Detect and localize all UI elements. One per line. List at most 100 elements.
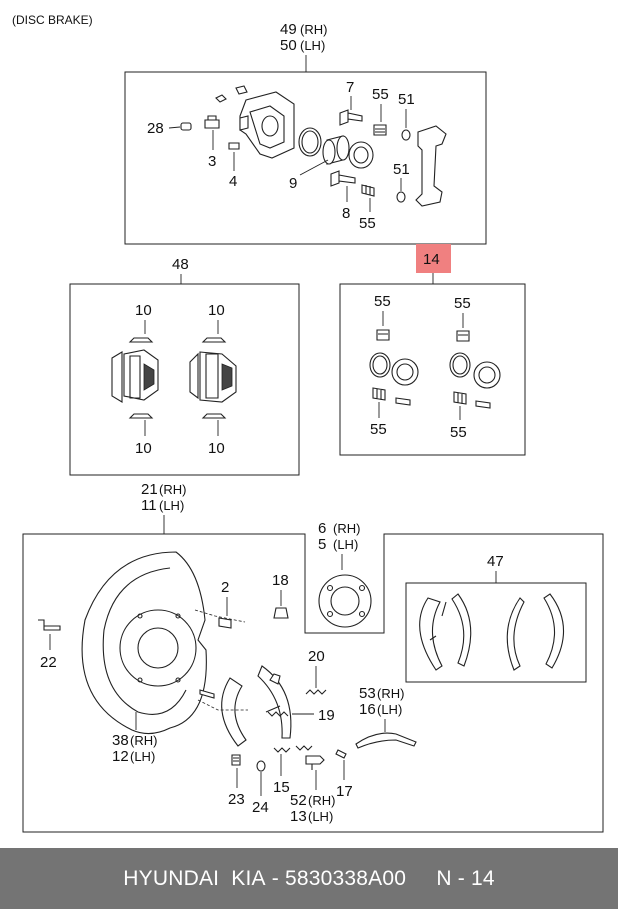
pad-kit-frame [69, 283, 300, 476]
kit-dust-boot-left-part [391, 358, 419, 386]
callout-19: 19 [318, 707, 335, 724]
kit-bushing-left-part [395, 397, 411, 406]
hidden-line-1 [194, 609, 246, 623]
adjuster-spring-part [267, 711, 289, 717]
guide-pin-upper-part [339, 109, 363, 126]
callout-5: 5 [318, 536, 326, 553]
kit-bushing-right-part [475, 400, 491, 409]
callout-17: 17 [336, 783, 353, 800]
callout-14: 14 [423, 251, 440, 268]
callout-11-side: (LH) [159, 498, 184, 513]
footer-bar: HYUNDAI KIA - 5830338A00 N - 14 [0, 848, 618, 909]
shoe-spring-part [273, 745, 313, 753]
callout-13: 13 [290, 808, 307, 825]
pad-clip-upper-left-part [128, 337, 154, 343]
piston-seal-part [298, 127, 322, 157]
callout-7: 7 [346, 79, 354, 96]
callout-28: 28 [147, 120, 164, 137]
callout-52-side: (RH) [308, 793, 335, 808]
parts-diagram: (DISC BRAKE) 49 (RH) 50 (LH) 28 3 4 [12, 13, 604, 833]
parking-lever-part [355, 732, 417, 749]
return-spring-part [305, 689, 327, 695]
kit-shoe-1-part [419, 597, 443, 671]
leader-9 [299, 159, 329, 176]
callout-50-side: (LH) [300, 38, 325, 53]
callout-6-side: (RH) [333, 521, 360, 536]
callout-20: 20 [308, 648, 325, 665]
hold-down-spring-part [231, 754, 241, 766]
callout-50: 50 [280, 37, 297, 54]
callout-4: 4 [229, 173, 237, 190]
callout-16: 16 [359, 701, 376, 718]
callout-6: 6 [318, 520, 326, 537]
caliper-frame [124, 71, 487, 245]
pad-clip-lower-right-part [201, 413, 227, 419]
callout-53-side: (RH) [377, 686, 404, 701]
callout-8: 8 [342, 205, 350, 222]
callout-21-side: (RH) [159, 482, 186, 497]
callout-24: 24 [252, 799, 269, 816]
kit-dust-boot-right-part [473, 361, 501, 389]
rear-brake-frame [22, 533, 604, 833]
callout-10a: 10 [135, 302, 152, 319]
kit-shoe-3-part [506, 597, 525, 671]
callout-55f: 55 [450, 424, 467, 441]
piston-part [322, 135, 350, 165]
callout-14-highlight [416, 244, 451, 273]
callout-11: 11 [141, 497, 157, 514]
callout-55a: 55 [372, 86, 389, 103]
shoe-kit-frame [405, 582, 587, 683]
kit-boot-lower-left-part [372, 387, 386, 401]
bushing-upper-part [401, 129, 411, 141]
callout-2: 2 [221, 579, 229, 596]
callout-38: 38 [112, 732, 129, 749]
brake-pad-left-part [111, 349, 159, 403]
callout-38-side: (RH) [130, 733, 157, 748]
callout-55d: 55 [454, 295, 471, 312]
callout-55b: 55 [359, 215, 376, 232]
callout-21: 21 [141, 481, 158, 498]
callout-13-side: (LH) [308, 809, 333, 824]
dust-boot-part [348, 141, 374, 169]
seal-kit-group: 55 55 55 55 [339, 283, 526, 456]
leader-28 [168, 126, 181, 129]
callout-48: 48 [172, 256, 189, 273]
callout-3: 3 [208, 153, 216, 170]
callout-49-side: (RH) [300, 22, 327, 37]
kit-seal-right-part [449, 352, 471, 378]
bleeder-cap-part [180, 122, 192, 131]
callout-15: 15 [273, 779, 290, 796]
pad-kit-group: 48 10 10 10 10 [69, 256, 300, 476]
callout-12: 12 [112, 748, 129, 765]
kit-boot-upper-right-part [456, 330, 470, 342]
kit-seal-left-part [369, 352, 391, 378]
bleeder-plug-part [335, 749, 347, 759]
callout-10d: 10 [208, 440, 225, 457]
footer-brand: HYUNDAI KIA [123, 866, 266, 890]
hidden-line-2 [197, 699, 248, 711]
caliper-bolt-part [228, 142, 240, 150]
kit-boot-upper-left-part [376, 329, 390, 341]
backing-bolt-part [218, 617, 232, 629]
callout-10b: 10 [208, 302, 225, 319]
callout-47: 47 [487, 553, 504, 570]
section-label: (DISC BRAKE) [12, 13, 93, 27]
kit-boot-lower-right-part [453, 391, 467, 405]
pad-clip-lower-left-part [128, 413, 154, 419]
pad-clip-upper-right-part [201, 337, 227, 343]
kit-shoe-4-part [543, 593, 565, 669]
brake-shoe-assembly-part [199, 665, 292, 747]
nut-part [273, 607, 289, 619]
callout-55c: 55 [374, 293, 391, 310]
footer-spacer [406, 867, 436, 891]
seal-kit-frame [339, 283, 526, 456]
callout-5-side: (LH) [333, 537, 358, 552]
callout-53: 53 [359, 685, 376, 702]
rear-brake-group: 21 (RH) 11 (LH) 6 (RH) 5 (LH) 47 [22, 481, 604, 833]
retainer-cup-part [256, 760, 266, 772]
callout-16-side: (LH) [377, 702, 402, 717]
wheel-stud-part [38, 619, 61, 631]
caliper-assembly-group: 49 (RH) 50 (LH) 28 3 4 [124, 21, 487, 245]
callout-10c: 10 [135, 440, 152, 457]
callout-22: 22 [40, 654, 57, 671]
